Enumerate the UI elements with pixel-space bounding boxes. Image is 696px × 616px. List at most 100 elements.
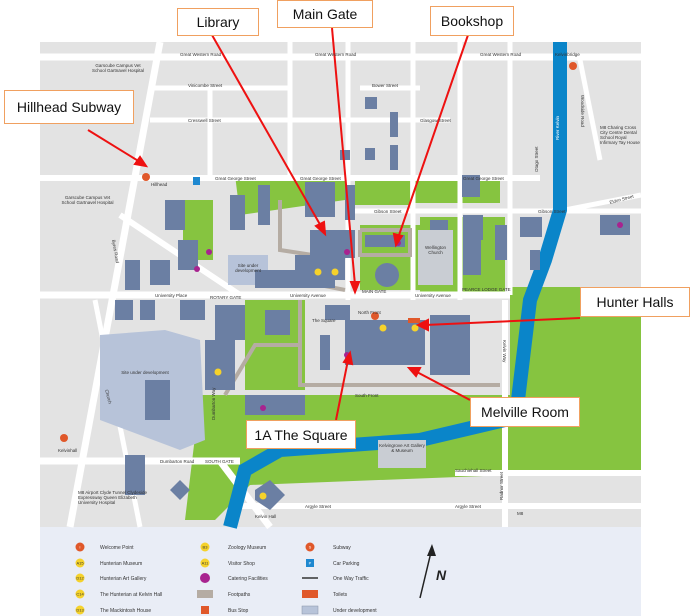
street-label: Byres Road [111,239,120,264]
yellow-badge-icon [75,605,85,615]
street-label: Radnor Street [499,471,504,500]
place-label: M8 [517,511,524,516]
bus-stop-icon [201,606,209,614]
place-label: M8 Charing Cross City Centre Dental Scho… [600,125,640,145]
street-label: Gibson Street [374,209,402,214]
callout-bookshop: Bookshop [430,6,514,36]
place-label: Site under development [121,370,169,375]
subway-icon [305,542,315,552]
legend-label: Catering Facilities [228,576,268,582]
legend-code: i [80,545,81,550]
info-icon [75,542,85,552]
street-label: Great Western Road [180,52,222,57]
parking-icon [306,559,314,567]
street-label: Church [104,389,113,405]
yellow-badge-icon [75,573,85,583]
gate-label: PEARCE LODGE GATE [462,287,511,292]
kelvinhall-subway-icon[interactable] [60,434,68,442]
street-label: Otago Street [534,146,539,172]
place-label: M8 Airport Clyde Tunnel Clydeside Expres… [78,490,148,505]
place-label: Garscube Campus Vet School Gartnavel Hos… [91,63,145,73]
legend-label: Subway [333,545,351,551]
wellington-church-building [418,230,453,285]
legend-label: Bus Stop [228,608,249,614]
place-label: Site under development [235,263,261,273]
footpath-swatch-icon [197,590,213,598]
legend-code: P [309,561,312,566]
kelvinbridge-subway-icon[interactable] [569,62,577,70]
yellow-badge-icon [75,558,85,568]
toilets-icon [408,318,420,323]
place-label: Hillhead [151,182,168,187]
callout-main-gate: Main Gate [277,0,373,28]
street-label: Argyle Street [305,504,332,509]
gate-label: MAIN GATE [362,289,386,294]
street-label: Kelvinbridge [555,52,580,57]
yellow-badge-icon [200,558,210,568]
street-label: Sauchiehall Street [455,468,492,473]
street-label: University Avenue [290,293,326,298]
callout-arrows [87,27,581,421]
museum-badges [214,268,419,500]
parking-icon[interactable] [193,177,200,185]
legend-code: A11 [202,561,210,566]
legend-label: Under development [333,608,377,614]
legend-label: Hunterian Museum [100,561,142,567]
gate-label: SOUTH GATE [205,459,234,464]
callout-library: Library [177,8,259,36]
street-label: Great Western Road [315,52,357,57]
yellow-badge-icon [75,589,85,599]
place-label: Wellington Church [425,245,446,255]
street-label: The Square [312,318,336,323]
legend-code: C14 [76,592,84,597]
street-label: Vinicombe Street [188,83,223,88]
legend-label: Footpaths [228,592,251,598]
legend-label: Car Parking [333,561,360,567]
street-label: University Place [155,293,188,298]
street-label: Woodside Road [580,95,585,127]
street-label: Cresswell Street [188,118,222,123]
legend-label: The Hunterian at Kelvin Hall [100,592,162,598]
street-label: Great George Street [300,176,342,181]
north-label: N [436,567,447,583]
street-label: University Avenue [415,293,451,298]
art-gallery-building [378,440,426,468]
legend-label: Toilets [333,592,348,598]
north-arrow: N [419,544,447,599]
street-label: Kelvin Way [502,340,507,363]
legend-code: A15 [76,561,84,566]
legend-code: S [309,545,312,550]
street-label: South Front [355,393,379,398]
place-label: Kelvingrove Art Gallery & Museum [379,443,425,453]
legend-label: Zoology Museum [228,545,266,551]
place-label: Kelvin Hall [255,514,276,519]
legend-code: D12 [76,576,84,581]
callout-1a-the-square: 1A The Square [246,420,356,449]
legend-code: B3 [203,545,209,550]
street-label: Great George Street [463,176,505,181]
street-label: Dumbarton Way [211,387,216,420]
legend-label: One Way Traffic [333,576,369,582]
street-label: Gibson Street [538,209,566,214]
callout-hunter-halls: Hunter Halls [580,287,690,317]
place-label: Kelvinhall [58,448,77,453]
legend-label: Welcome Point [100,545,134,551]
street-label: Great Western Road [480,52,522,57]
street-label: Eldon Street [609,194,635,205]
street-label: Glasgow Street [420,118,452,123]
river-label: River Kelvin [555,115,560,140]
callout-hillhead-subway: Hillhead Subway [4,90,134,124]
callout-melville-room: Melville Room [470,397,580,427]
street-label: North Front [358,310,382,315]
welcome-point-icon[interactable] [371,312,379,320]
legend-label: Hunterian Art Gallery [100,576,147,582]
place-label: Garscube Campus Vet School Gartnavel Hos… [61,195,114,205]
toilets-icon [302,590,318,598]
legend-code: D13 [76,608,84,613]
gate-label: ROTARY GATE [210,295,241,300]
street-label: Argyle Street [455,504,482,509]
hillhead-subway-icon[interactable] [142,173,150,181]
street-label: Dumbarton Road [160,459,195,464]
legend-label: The Mackintosh House [100,608,151,614]
